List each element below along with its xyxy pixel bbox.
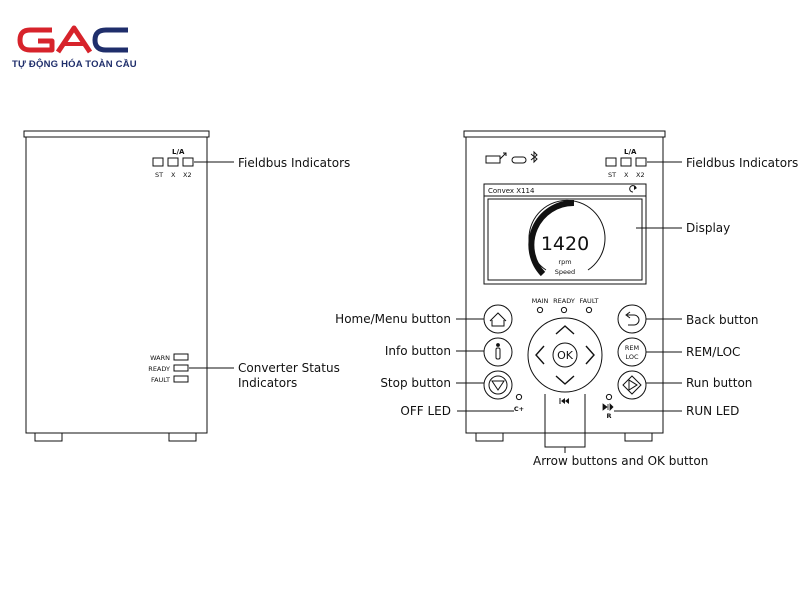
right-led-st	[605, 157, 617, 167]
run-led	[605, 393, 613, 401]
callout-display: Display	[686, 221, 731, 235]
led-fault	[585, 306, 593, 314]
run-led-letter: R	[606, 412, 611, 420]
status-label-fault: FAULT	[579, 297, 598, 305]
left-led-ready	[173, 364, 189, 372]
back-icon-arrowhead	[625, 311, 631, 319]
left-led-label-x2: X2	[183, 171, 192, 179]
right-led-label-x: X	[624, 171, 629, 179]
right-unit-top-lip	[463, 130, 666, 138]
left-led-fault	[173, 375, 189, 383]
right-led-label-st: ST	[608, 171, 616, 179]
stop-button[interactable]	[483, 370, 513, 400]
bluetooth-icon	[530, 150, 538, 164]
display-value: 1420	[541, 233, 589, 255]
left-led-x2	[182, 157, 194, 167]
rewind-icon	[561, 398, 569, 404]
left-led-warn	[173, 353, 189, 361]
run-led-symbol	[602, 403, 614, 411]
back-icon	[627, 314, 640, 326]
ok-button[interactable]	[552, 342, 578, 368]
logo-letter-a	[55, 25, 93, 54]
ok-label: OK	[557, 349, 574, 362]
arrow-left-button[interactable]	[535, 345, 545, 365]
led-ready	[560, 306, 568, 314]
left-led-label-st: ST	[155, 171, 163, 179]
port-icon	[511, 156, 527, 164]
callout-home-menu: Home/Menu button	[335, 312, 451, 326]
callout-stop: Stop button	[380, 376, 451, 390]
off-led	[515, 393, 523, 401]
right-unit-body	[465, 136, 664, 434]
right-led-label-x2: X2	[636, 171, 645, 179]
callout-fieldbus-right: Fieldbus Indicators	[686, 156, 799, 170]
home-icon	[489, 312, 507, 327]
stop-icon	[491, 380, 505, 391]
info-button[interactable]	[483, 337, 513, 367]
arrow-pad	[527, 317, 603, 393]
status-label-main: MAIN	[532, 297, 549, 305]
logo-letter-c	[92, 27, 128, 53]
right-led-x2	[635, 157, 647, 167]
stop-icon-ring	[488, 375, 508, 395]
display-title: Convex X114	[488, 187, 535, 195]
left-status-warn: WARN	[150, 354, 170, 362]
run-icon-diamond	[622, 375, 642, 395]
refresh-icon	[629, 185, 637, 193]
gauge-fill-arc	[528, 199, 575, 277]
right-unit-foot-right	[624, 432, 653, 442]
logo-letter-g	[17, 27, 55, 53]
brand-tagline: TỰ ĐỘNG HÓA TOÀN CẦU	[12, 59, 137, 70]
status-label-ready: READY	[553, 297, 575, 305]
left-unit-foot-right	[168, 432, 197, 442]
callout-back: Back button	[686, 313, 759, 327]
right-unit	[456, 130, 682, 453]
callout-off-led: OFF LED	[400, 404, 451, 418]
right-led-x	[620, 157, 632, 167]
left-unit-foot-left	[34, 432, 63, 442]
arrow-up-button[interactable]	[555, 325, 575, 335]
display-caption: Speed	[555, 268, 575, 276]
brand-logo	[17, 25, 128, 54]
display-screen	[487, 198, 643, 281]
callout-run: Run button	[686, 376, 753, 390]
refresh-icon-head	[634, 186, 637, 190]
left-led-x	[167, 157, 179, 167]
right-unit-foot-left	[475, 432, 504, 442]
remloc-top-label: REM	[625, 344, 639, 352]
right-la-label: L/A	[624, 148, 637, 156]
left-status-ready: READY	[148, 365, 170, 373]
callout-fieldbus-left: Fieldbus Indicators	[238, 156, 351, 170]
callout-converter-status-line2: Indicators	[238, 376, 298, 390]
info-icon-dot	[496, 343, 500, 347]
arrow-right-button[interactable]	[585, 345, 595, 365]
callout-info: Info button	[384, 344, 451, 358]
left-led-label-x: X	[171, 171, 176, 179]
left-led-st	[152, 157, 164, 167]
left-status-fault: FAULT	[151, 376, 170, 384]
callout-arrows-ok: Arrow buttons and OK button	[533, 454, 709, 468]
left-unit	[23, 130, 234, 442]
connector-icon	[485, 152, 507, 164]
left-unit-body	[25, 136, 208, 434]
callout-converter-status-line1: Converter Status	[238, 361, 340, 375]
display-unit: rpm	[558, 258, 571, 266]
run-icon-play	[628, 379, 638, 391]
remloc-bottom-label: LOC	[625, 353, 639, 361]
left-la-label: L/A	[172, 148, 185, 156]
off-led-symbol: C+	[514, 405, 524, 413]
run-button[interactable]	[617, 370, 647, 400]
info-icon-stem	[495, 347, 501, 360]
led-main	[536, 306, 544, 314]
arrow-down-button[interactable]	[555, 375, 575, 385]
left-unit-top-lip	[23, 130, 210, 138]
callout-run-led: RUN LED	[686, 404, 740, 418]
callout-remloc: REM/LOC	[686, 345, 741, 359]
